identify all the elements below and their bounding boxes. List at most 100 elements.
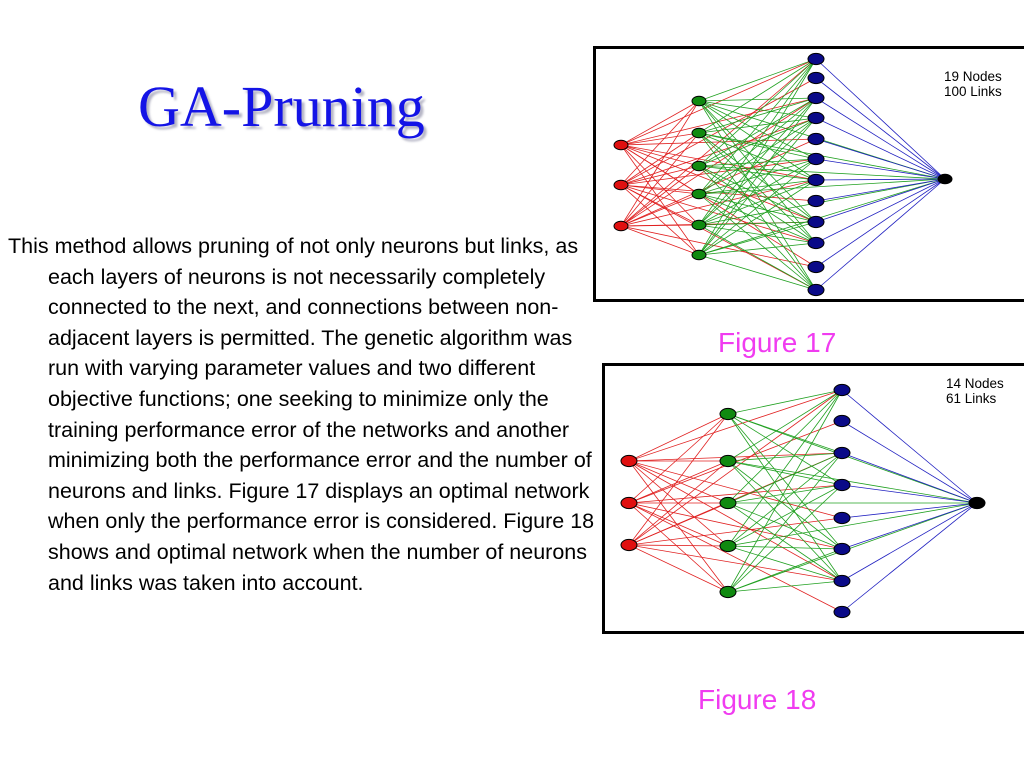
link-input-hidden2 bbox=[628, 460, 843, 582]
link-hidden2-output bbox=[815, 178, 946, 223]
link-hidden1-hidden2 bbox=[727, 460, 843, 582]
link-hidden1-hidden2 bbox=[727, 580, 843, 593]
hidden2-neuron bbox=[807, 215, 825, 229]
link-hidden1-hidden2 bbox=[727, 452, 843, 593]
link-input-hidden1 bbox=[620, 132, 700, 186]
hidden2-neuron bbox=[807, 283, 825, 297]
link-input-hidden1 bbox=[628, 544, 729, 593]
link-input-hidden2 bbox=[628, 389, 843, 546]
link-hidden1-hidden2 bbox=[698, 242, 817, 256]
link-hidden1-hidden2 bbox=[698, 58, 817, 256]
link-hidden1-hidden2 bbox=[698, 100, 817, 291]
hidden1-neuron bbox=[691, 160, 707, 172]
link-input-hidden1 bbox=[628, 460, 729, 546]
link-hidden1-hidden2 bbox=[698, 179, 817, 256]
link-hidden1-hidden2 bbox=[727, 502, 843, 582]
link-hidden2-output bbox=[815, 138, 946, 180]
hidden1-neuron bbox=[719, 454, 737, 468]
link-input-hidden2 bbox=[620, 138, 817, 227]
link-hidden1-hidden2 bbox=[727, 413, 843, 486]
figure-18-stats: 14 Nodes 61 Links bbox=[946, 376, 1004, 406]
input-neuron bbox=[613, 139, 629, 151]
link-hidden1-hidden2 bbox=[698, 100, 817, 181]
hidden2-neuron bbox=[833, 478, 851, 492]
figure-18-node-count: 14 Nodes bbox=[946, 376, 1004, 391]
hidden1-neuron bbox=[691, 249, 707, 261]
hidden2-neuron bbox=[807, 173, 825, 187]
input-neuron bbox=[620, 454, 638, 468]
link-hidden1-hidden2 bbox=[698, 97, 817, 102]
link-hidden2-output bbox=[841, 452, 978, 504]
link-hidden1-hidden2 bbox=[698, 97, 817, 167]
hidden2-neuron bbox=[807, 111, 825, 125]
link-hidden1-hidden2 bbox=[727, 413, 843, 550]
link-input-hidden1 bbox=[628, 413, 729, 504]
link-hidden2-output bbox=[841, 502, 978, 613]
link-input-hidden1 bbox=[620, 165, 700, 186]
input-neuron bbox=[613, 179, 629, 191]
link-hidden2-output bbox=[841, 502, 978, 582]
link-hidden1-hidden2 bbox=[698, 58, 817, 226]
hidden1-neuron bbox=[719, 539, 737, 553]
link-hidden1-hidden2 bbox=[698, 193, 817, 244]
input-neuron bbox=[613, 220, 629, 232]
link-input-hidden2 bbox=[620, 179, 817, 227]
hidden2-neuron bbox=[807, 91, 825, 105]
link-hidden1-hidden2 bbox=[698, 58, 817, 195]
link-hidden1-hidden2 bbox=[727, 545, 843, 550]
link-hidden1-output bbox=[727, 502, 978, 593]
link-hidden1-hidden2 bbox=[727, 452, 843, 504]
link-input-hidden1 bbox=[628, 460, 729, 593]
hidden2-neuron bbox=[807, 132, 825, 146]
hidden2-neuron bbox=[807, 152, 825, 166]
link-input-hidden2 bbox=[620, 58, 817, 146]
link-hidden2-output bbox=[841, 502, 978, 550]
link-hidden1-output bbox=[698, 178, 946, 195]
link-input-hidden1 bbox=[620, 132, 700, 146]
link-input-hidden1 bbox=[628, 460, 729, 504]
figure-18-caption: Figure 18 bbox=[698, 684, 817, 715]
hidden1-neuron bbox=[691, 219, 707, 231]
hidden2-neuron bbox=[833, 446, 851, 460]
link-input-hidden1 bbox=[628, 413, 729, 462]
link-hidden2-output bbox=[841, 484, 978, 504]
link-hidden1-hidden2 bbox=[727, 460, 843, 550]
figure-17-stats: 19 Nodes 100 Links bbox=[944, 69, 1002, 99]
figure-18-link-count: 61 Links bbox=[946, 391, 997, 406]
input-neuron bbox=[620, 496, 638, 510]
link-hidden1-hidden2 bbox=[698, 158, 817, 226]
link-hidden1-hidden2 bbox=[698, 165, 817, 181]
link-hidden2-output bbox=[815, 117, 946, 180]
link-hidden2-output bbox=[815, 77, 946, 180]
link-hidden2-output bbox=[815, 158, 946, 180]
link-hidden1-hidden2 bbox=[698, 254, 817, 291]
hidden2-neuron bbox=[833, 383, 851, 397]
link-hidden1-hidden2 bbox=[698, 97, 817, 195]
link-hidden1-hidden2 bbox=[698, 158, 817, 256]
link-hidden1-hidden2 bbox=[727, 389, 843, 462]
link-hidden1-hidden2 bbox=[698, 165, 817, 291]
hidden2-neuron bbox=[833, 542, 851, 556]
link-hidden1-hidden2 bbox=[698, 224, 817, 291]
hidden1-neuron bbox=[719, 407, 737, 421]
input-neuron bbox=[620, 538, 638, 552]
hidden1-neuron bbox=[691, 188, 707, 200]
link-hidden2-output bbox=[815, 178, 946, 244]
figure-17-network-svg bbox=[613, 52, 953, 297]
figure-17-caption: Figure 17 bbox=[718, 327, 837, 358]
link-input-hidden1 bbox=[628, 502, 729, 593]
link-hidden2-output bbox=[815, 178, 946, 268]
link-input-hidden1 bbox=[620, 184, 700, 256]
link-hidden1-hidden2 bbox=[727, 413, 843, 582]
hidden1-neuron bbox=[719, 585, 737, 599]
link-hidden1-output bbox=[727, 502, 978, 547]
link-input-hidden2 bbox=[628, 502, 843, 550]
link-hidden1-hidden2 bbox=[698, 193, 817, 223]
figure-18-network-diagram: 14 Nodes 61 Links bbox=[602, 363, 1024, 634]
link-hidden1-hidden2 bbox=[698, 179, 817, 226]
link-hidden1-hidden2 bbox=[727, 452, 843, 462]
link-input-hidden2 bbox=[628, 517, 843, 546]
link-input-hidden2 bbox=[628, 502, 843, 613]
link-input-hidden2 bbox=[628, 544, 843, 582]
link-hidden1-output bbox=[698, 165, 946, 180]
